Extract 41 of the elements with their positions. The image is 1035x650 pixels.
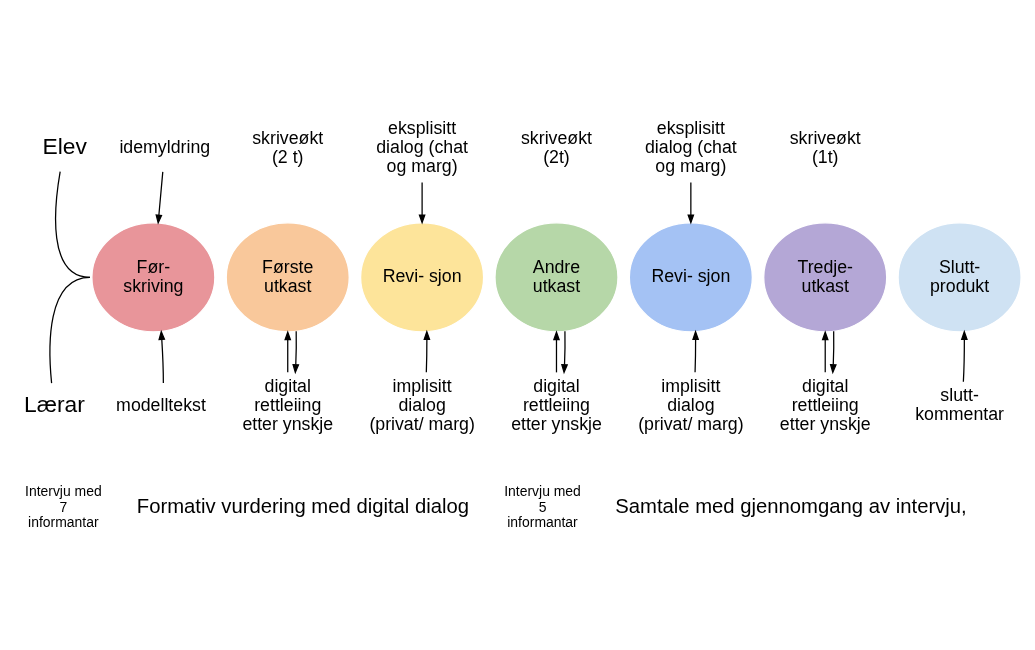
node-text: implisitt dialog (privat/ marg): [638, 375, 744, 434]
arrow: [284, 329, 292, 373]
node-label: skriveøkt (1t): [789, 127, 861, 167]
label: Formativ vurdering med digital dialog: [136, 494, 470, 517]
node-text: slutt- kommentar: [915, 384, 1004, 424]
label: Intervju med 5 informantar: [504, 482, 581, 530]
connector: [55, 170, 91, 278]
node-text: digital rettleiing etter ynskje: [511, 375, 602, 434]
node-ellipse: Revi- sjon: [628, 221, 753, 332]
arrow: [155, 170, 164, 225]
arrow: [821, 329, 829, 373]
node-ellipse: Revi- sjon: [360, 221, 485, 332]
node-ellipse: Tredje- utkast: [763, 221, 888, 332]
node-ellipse: Første utkast: [225, 221, 350, 332]
node-text: idemyldring: [119, 136, 211, 157]
node-text: modelltekst: [116, 394, 206, 415]
node-label: skriveøkt (2 t): [252, 127, 324, 167]
label: Intervju med 7 informantar: [25, 482, 102, 530]
node-text: digital rettleiing etter ynskje: [242, 375, 334, 434]
arrow: [561, 330, 569, 374]
arrow: [552, 329, 561, 373]
node-ellipse: Slutt- produkt: [897, 221, 1022, 332]
node-text: eksplisitt dialog (chat og marg): [645, 117, 737, 176]
arrow: [418, 181, 426, 225]
node-ellipse: Andre utkast: [494, 221, 619, 332]
arrow: [423, 329, 431, 373]
arrow: [292, 330, 300, 374]
node-label: skriveøkt (2t): [521, 127, 592, 167]
connector: [49, 276, 91, 384]
arrow: [158, 329, 166, 384]
arrow: [829, 330, 837, 374]
node-text: Elev: [42, 132, 87, 159]
node-text: implisitt dialog (privat/ marg): [369, 375, 475, 434]
node-text: Lærar: [24, 390, 85, 417]
node-text: digital rettleiing etter ynskje: [779, 375, 871, 434]
node-ellipse: Før- skriving: [91, 221, 216, 332]
arrow: [960, 329, 968, 382]
arrow: [687, 181, 695, 225]
arrow: [692, 329, 700, 373]
label: Samtale med gjennomgang av intervju,: [615, 494, 967, 517]
node-text: eksplisitt dialog (chat og marg): [376, 117, 468, 176]
